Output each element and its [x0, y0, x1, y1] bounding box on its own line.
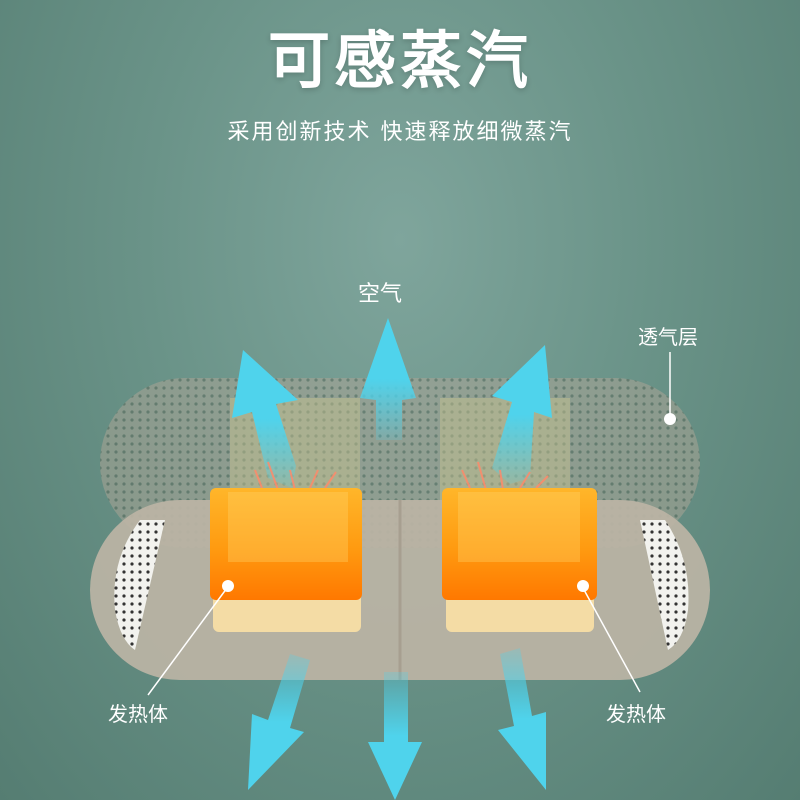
breathable-layer-marker	[664, 413, 676, 425]
page-subtitle: 采用创新技术 快速释放细微蒸汽	[227, 120, 573, 145]
breathable-layer-label: 透气层	[638, 325, 698, 349]
arrow-down-center	[368, 672, 422, 800]
heater-left	[210, 488, 362, 632]
upward-steam-arrows	[232, 318, 552, 488]
page-title: 可感蒸汽	[267, 24, 532, 97]
heater-left-label: 发热体	[108, 702, 168, 726]
arrow-down-left	[248, 654, 310, 790]
arrow-down-right	[498, 648, 546, 790]
heat-waves	[254, 461, 549, 491]
heater-right	[442, 488, 597, 632]
heater-right-label: 发热体	[606, 702, 666, 726]
arrow-up-right	[492, 345, 552, 484]
air-label: 空气	[358, 282, 403, 307]
arrow-up-left	[232, 350, 298, 488]
downward-steam-arrows	[248, 648, 546, 800]
callout-lines	[147, 352, 671, 696]
arrow-up-center	[360, 318, 416, 440]
base-layer	[90, 500, 710, 680]
